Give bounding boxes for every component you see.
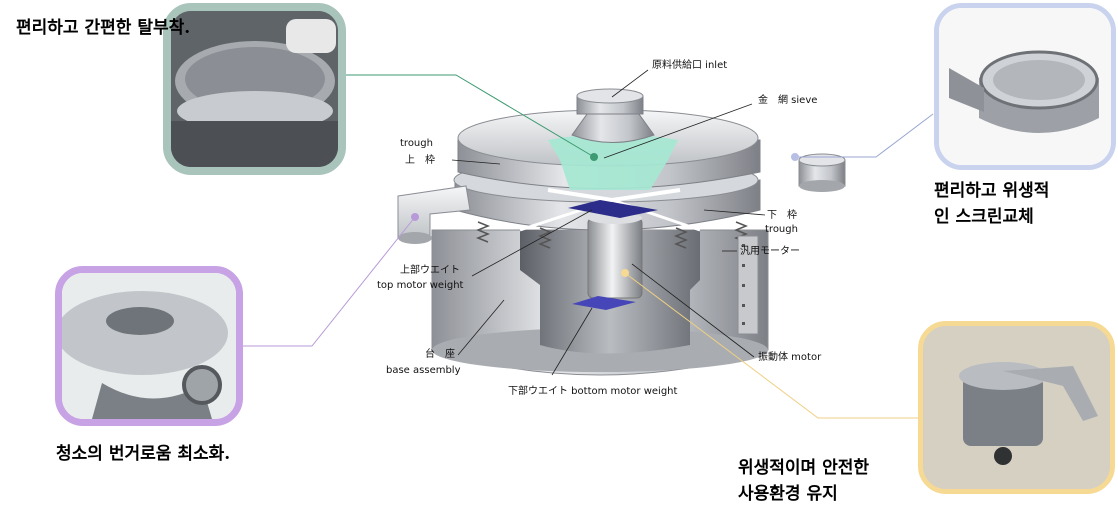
label-inlet: 原料供給口 inlet (652, 58, 727, 71)
label-bottom-weight: 下部ウエイト bottom motor weight (508, 384, 678, 397)
photo-motor (918, 321, 1115, 494)
label-top-weight-jp: 上部ウエイト (400, 263, 460, 276)
label-trough-top-en: trough (400, 138, 433, 149)
photo-screen-replace (934, 3, 1116, 170)
general-motor (737, 235, 759, 335)
label-trough-bottom-jp: 下 枠 (767, 208, 797, 221)
label-general-motor: 汎用モーター (740, 244, 800, 257)
label-trough-bottom-en: trough (765, 224, 798, 235)
label-base-en: base assembly (386, 365, 461, 376)
photo-cleaning (55, 266, 243, 426)
label-sieve: 金 網 sieve (758, 93, 817, 106)
label-top-weight-en: top motor weight (377, 280, 464, 291)
caption-screen-replace-line1: 편리하고 위생적 (934, 181, 1050, 201)
photo-lid-detach (163, 3, 346, 175)
sieve-section (548, 134, 678, 190)
caption-easy-detach: 편리하고 간편한 탈부착. (16, 18, 191, 38)
label-base-jp: 台 座 (425, 347, 455, 360)
label-vibrator: 振動体 motor (758, 350, 822, 363)
caption-safe-line2: 사용환경 유지 (738, 484, 838, 504)
caption-safe-line1: 위생적이며 안전한 (738, 458, 870, 478)
inlet-cone (571, 109, 655, 143)
caption-cleaning: 청소의 번거로움 최소화. (56, 444, 231, 464)
label-trough-top-jp: 上 枠 (405, 153, 435, 166)
top-weight (568, 200, 658, 218)
caption-screen-replace-line2: 인 스크린교체 (934, 207, 1034, 227)
bottom-weight (572, 296, 636, 310)
